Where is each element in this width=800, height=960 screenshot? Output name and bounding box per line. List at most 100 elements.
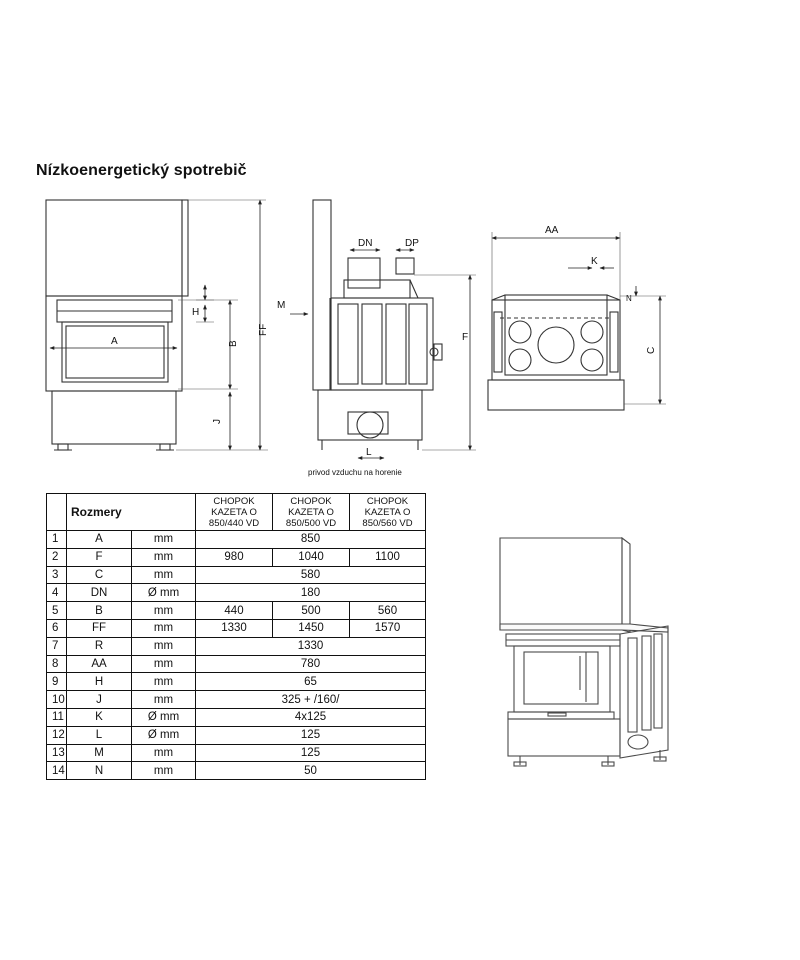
param-value: 980: [195, 547, 273, 567]
top-view: [487, 232, 666, 411]
param-unit: mm: [131, 565, 196, 585]
param-name: C: [66, 565, 132, 585]
param-value: 1450: [272, 618, 350, 638]
table-row: 4 DN Ø mm 180: [46, 583, 426, 603]
param-name: DN: [66, 583, 132, 603]
page-title: Nízkoenergetický spotrebič: [36, 162, 247, 179]
param-value: 850: [195, 530, 426, 549]
param-unit: mm: [131, 761, 196, 781]
row-number: 9: [46, 672, 67, 692]
dim-label-dn: DN: [358, 238, 372, 249]
param-name: FF: [66, 618, 132, 638]
row-number: 12: [46, 725, 67, 745]
model-line: KAZETA O: [211, 506, 257, 518]
model-header: CHOPOK KAZETA O 850/500 VD: [272, 493, 350, 531]
param-unit: Ø mm: [131, 583, 196, 603]
model-line: KAZETA O: [364, 506, 411, 518]
param-name: L: [66, 725, 132, 745]
dim-label-c: C: [646, 347, 657, 354]
param-name: M: [66, 743, 132, 763]
dim-label-dp: DP: [405, 238, 419, 249]
dim-label-f: F: [462, 332, 468, 343]
model-line: CHOPOK: [290, 495, 332, 507]
param-value: 65: [195, 672, 426, 692]
table-row: 6 FF mm 1330 1450 1570: [46, 618, 426, 638]
header-rozmery: Rozmery: [66, 493, 196, 531]
model-line: 850/440 VD: [208, 517, 260, 529]
param-unit: mm: [131, 601, 196, 620]
row-number: 5: [46, 601, 67, 620]
param-value: 125: [195, 743, 426, 763]
param-unit: mm: [131, 618, 196, 638]
row-number: 13: [46, 743, 67, 763]
dim-label-b: B: [228, 340, 239, 347]
model-header: CHOPOK KAZETA O 850/560 VD: [349, 493, 426, 531]
fireplace-isometric-illustration: [499, 536, 669, 767]
table-row: 10 J mm 325 + /160/: [46, 690, 426, 709]
row-number: 2: [46, 547, 67, 567]
param-name: H: [66, 672, 132, 692]
param-name: A: [66, 530, 132, 549]
table-row: 12 L Ø mm 125: [46, 725, 426, 745]
model-line: 850/560 VD: [362, 517, 413, 529]
row-number: 10: [46, 690, 67, 709]
table-header-row: Rozmery CHOPOK KAZETA O 850/440 VD CHOPO…: [46, 493, 426, 531]
param-unit: mm: [131, 672, 196, 692]
table-row: 5 B mm 440 500 560: [46, 601, 426, 620]
param-name: B: [66, 601, 132, 620]
air-intake-caption: privod vzduchu na horenie: [308, 468, 402, 477]
row-number: 11: [46, 707, 67, 727]
side-view: [290, 199, 476, 460]
param-value: 780: [195, 654, 426, 674]
table-row: 3 C mm 580: [46, 565, 426, 585]
model-line: CHOPOK: [366, 495, 409, 507]
param-value: 560: [349, 601, 426, 620]
table-row: 8 AA mm 780: [46, 654, 426, 674]
param-unit: Ø mm: [131, 707, 196, 727]
row-number: 4: [46, 583, 67, 603]
param-name: R: [66, 636, 132, 656]
param-unit: mm: [131, 743, 196, 763]
param-name: F: [66, 547, 132, 567]
row-number: 3: [46, 565, 67, 585]
row-number: 1: [46, 530, 67, 549]
model-line: KAZETA O: [288, 506, 334, 518]
table-row: 9 H mm 65: [46, 672, 426, 692]
param-value: 1330: [195, 636, 426, 656]
dim-label-h: H: [192, 307, 199, 318]
row-number: 7: [46, 636, 67, 656]
dim-label-m: M: [277, 300, 285, 311]
param-value: 325 + /160/: [195, 690, 426, 709]
front-view: [45, 199, 268, 451]
table-row: 2 F mm 980 1040 1100: [46, 547, 426, 567]
param-value: 1330: [195, 618, 273, 638]
model-line: CHOPOK: [213, 495, 255, 507]
row-number: 14: [46, 761, 67, 781]
model-line: 850/500 VD: [285, 517, 337, 529]
table-row: 1 A mm 850: [46, 530, 426, 549]
param-name: N: [66, 761, 132, 781]
param-value: 1100: [349, 547, 426, 567]
param-name: AA: [66, 654, 132, 674]
param-value: 580: [195, 565, 426, 585]
model-header: CHOPOK KAZETA O 850/440 VD: [195, 493, 273, 531]
dim-label-n: N: [626, 294, 632, 303]
param-value: 125: [195, 725, 426, 745]
table-row: 13 M mm 125: [46, 743, 426, 763]
table-row: 11 K Ø mm 4x125: [46, 707, 426, 727]
row-number: 6: [46, 618, 67, 638]
dim-label-k: K: [591, 256, 598, 267]
param-unit: mm: [131, 530, 196, 549]
table-row: 14 N mm 50: [46, 761, 426, 781]
row-number: 8: [46, 654, 67, 674]
dim-label-ff: FF: [258, 324, 269, 336]
param-name: K: [66, 707, 132, 727]
dimension-drawings: A H B FF J DN DP M F: [45, 199, 666, 477]
param-value: 1570: [349, 618, 426, 638]
dimensions-table: Rozmery CHOPOK KAZETA O 850/440 VD CHOPO…: [46, 493, 426, 781]
param-value: 180: [195, 583, 426, 603]
param-unit: mm: [131, 654, 196, 674]
dim-label-l: L: [366, 447, 372, 458]
dim-label-aa: AA: [545, 225, 559, 236]
dim-label-j: J: [212, 419, 223, 424]
